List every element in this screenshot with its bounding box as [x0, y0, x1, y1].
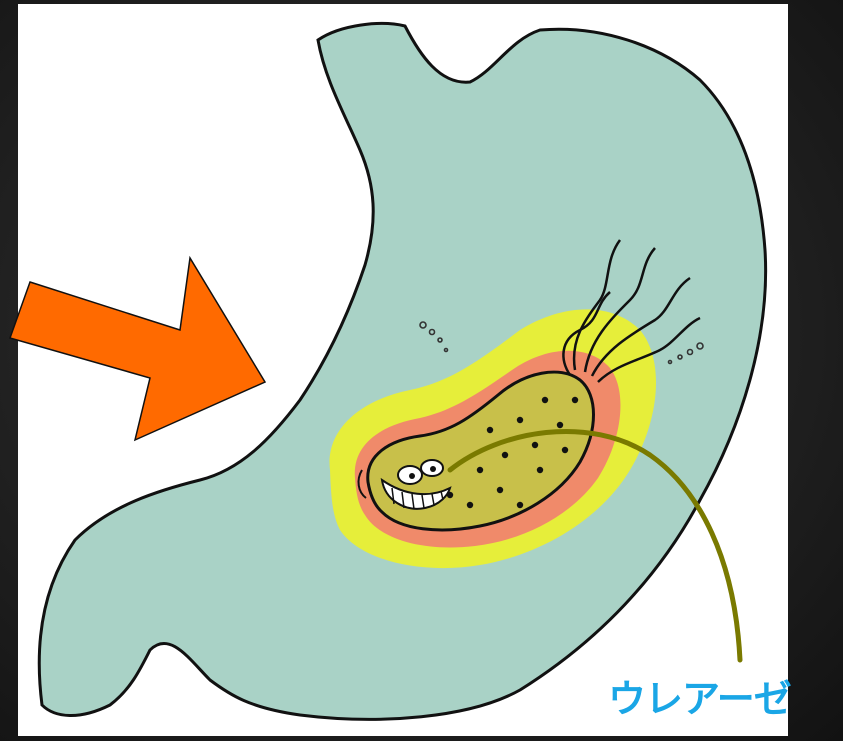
bacterium-spot	[537, 467, 543, 473]
bacterium-spot	[517, 502, 523, 508]
bacterium-spot	[467, 502, 473, 508]
bacterium-spot	[557, 422, 563, 428]
bacterium-spot	[562, 447, 568, 453]
enzyme-label: ウレアーゼ	[608, 668, 791, 723]
bacterium-spot	[502, 452, 508, 458]
bacterium-spot	[572, 397, 578, 403]
bacterium-spot	[517, 417, 523, 423]
bacterium-spot	[487, 427, 493, 433]
bacterium-spot	[542, 397, 548, 403]
bacterium-spot	[477, 467, 483, 473]
right-arrow-icon	[10, 258, 265, 440]
bacterium-spot	[497, 487, 503, 493]
bacterium-spot	[532, 442, 538, 448]
